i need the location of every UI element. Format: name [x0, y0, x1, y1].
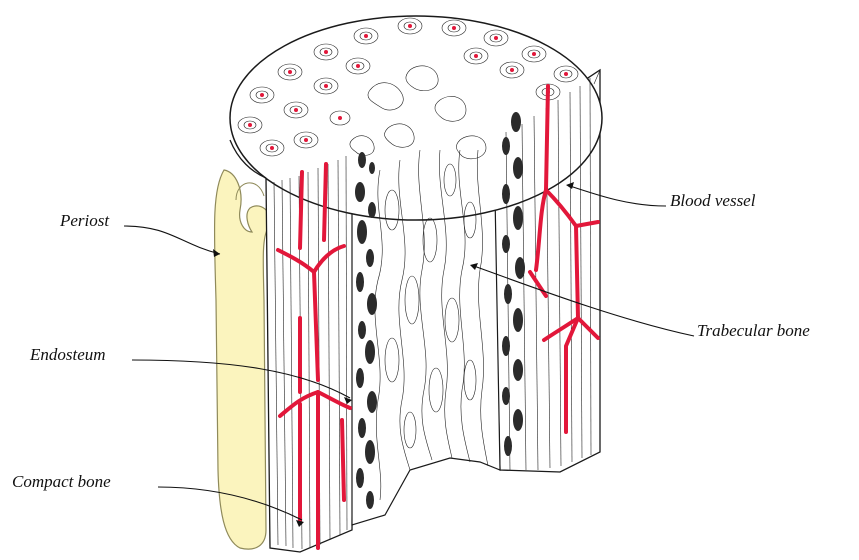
- label-periost-group: Periost: [59, 211, 220, 257]
- leader-periost: [124, 226, 220, 254]
- label-periost: Periost: [59, 211, 110, 230]
- label-trabecular-bone: Trabecular bone: [697, 321, 810, 340]
- label-endosteum: Endosteum: [29, 345, 106, 364]
- periosteum-layer: [214, 170, 270, 549]
- label-blood-vessel: Blood vessel: [670, 191, 756, 210]
- label-compact-bone: Compact bone: [12, 472, 111, 491]
